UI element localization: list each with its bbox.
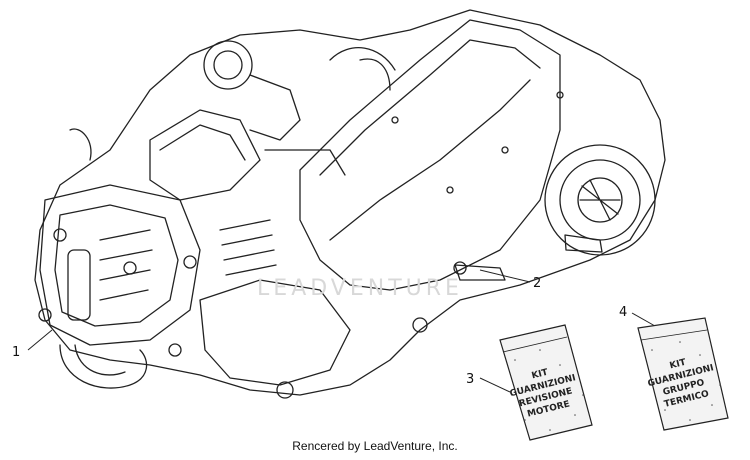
callout-1[interactable]: 1 <box>12 345 20 360</box>
bag-4-speckle <box>649 341 721 421</box>
gasket-kit-bag-3[interactable]: KIT GUARNIZIONI REVISIONE MOTORE <box>499 324 593 441</box>
bag-3-line-1: KIT <box>531 368 550 382</box>
leader-line-3 <box>479 377 511 393</box>
callout-3[interactable]: 3 <box>466 372 474 387</box>
footer-credit: Rencered by LeadVenture, Inc. <box>292 439 458 453</box>
bag-4-line-1: KIT <box>669 358 688 372</box>
leader-line-1 <box>27 329 53 351</box>
leader-line-2 <box>479 269 531 283</box>
watermark-text: LEADVENTURE <box>257 276 463 301</box>
leader-line-4 <box>631 312 656 327</box>
engine-assembly-illustration <box>34 9 666 399</box>
callout-2[interactable]: 2 <box>533 276 541 291</box>
leader-lines <box>27 269 656 393</box>
callout-4[interactable]: 4 <box>619 305 627 320</box>
gasket-kit-bag-4[interactable]: KIT GUARNIZIONI GRUPPO TERMICO <box>637 317 729 431</box>
bag-3-speckle <box>511 349 584 431</box>
